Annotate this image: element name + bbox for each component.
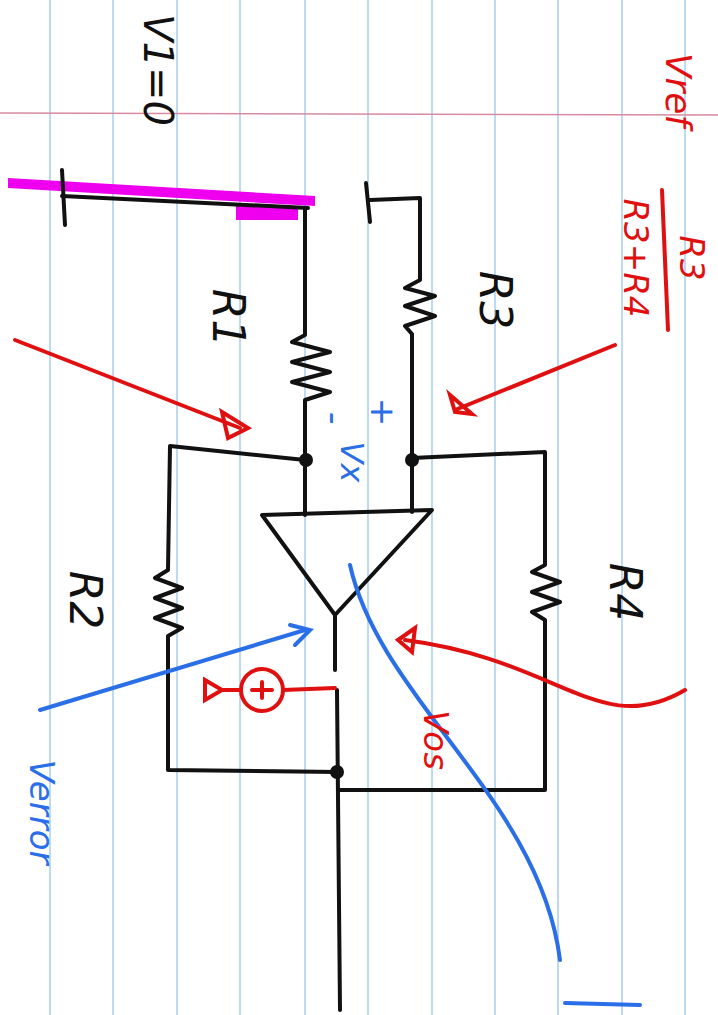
source-and-arrows	[15, 190, 685, 711]
signal-name: Vx	[336, 442, 368, 483]
blue-arrows	[40, 565, 640, 1005]
junction-dots	[299, 453, 419, 779]
resistor-name: R4	[603, 563, 647, 622]
fraction-denominator: R3+R4	[618, 199, 652, 318]
signal-name: V1=0	[138, 14, 178, 126]
signal-name: Vref	[660, 53, 696, 127]
fraction-numerator: R3	[675, 235, 709, 280]
resistor-name: R2	[63, 571, 107, 630]
notebook-grid	[50, 0, 685, 1015]
wires	[62, 170, 560, 1010]
margin-line	[0, 113, 718, 115]
signal-name: Verror	[25, 760, 59, 865]
signal-name: Vos	[419, 710, 453, 770]
resistor-name: R1	[206, 289, 250, 348]
polarity-sign: +	[366, 398, 400, 427]
resistor-name: R3	[473, 271, 517, 330]
polarity-sign: -	[315, 412, 351, 425]
